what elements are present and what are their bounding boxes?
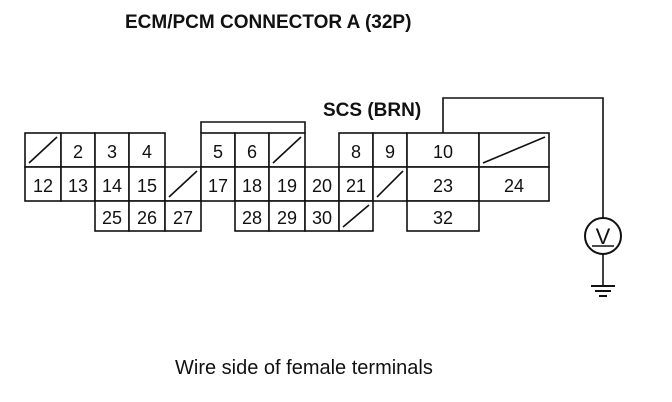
voltmeter-icon: V	[584, 217, 622, 255]
pin-28: 28	[242, 208, 262, 228]
pin-32: 32	[433, 208, 453, 228]
voltmeter-symbol: V	[596, 224, 611, 249]
blank-terminal-slash	[28, 136, 58, 164]
pin-20: 20	[312, 176, 332, 196]
probe-label: SCS (BRN)	[323, 100, 421, 121]
diagram-title: ECM/PCM CONNECTOR A (32P)	[125, 12, 411, 33]
pin-12: 12	[33, 176, 53, 196]
probe-wire	[442, 97, 604, 218]
pin-23: 23	[433, 176, 453, 196]
pin-17: 17	[208, 176, 228, 196]
blank-terminal-slash	[376, 170, 404, 198]
pin-14: 14	[102, 176, 122, 196]
connector-key-outline	[200, 121, 306, 133]
pin-19: 19	[277, 176, 297, 196]
pin-2: 2	[73, 142, 83, 162]
blank-terminal-slash	[168, 170, 198, 198]
ground-icon	[591, 254, 615, 297]
connector-row-1: 2 3 4 5 6 8 9 10	[24, 132, 550, 168]
pin-30: 30	[312, 208, 332, 228]
pin-27: 27	[173, 208, 193, 228]
pin-4: 4	[142, 142, 152, 162]
pin-25: 25	[102, 208, 122, 228]
pin-21: 21	[346, 176, 366, 196]
pin-5: 5	[213, 142, 223, 162]
pin-8: 8	[351, 142, 361, 162]
pin-18: 18	[242, 176, 262, 196]
connector-row-3: 25 26 27 28 29 30 32	[94, 200, 480, 232]
blank-terminal-slash	[272, 136, 302, 164]
blank-terminal-slash	[342, 204, 370, 228]
pin-24: 24	[504, 176, 524, 196]
pin-15: 15	[137, 176, 157, 196]
pin-26: 26	[137, 208, 157, 228]
pin-9: 9	[385, 142, 395, 162]
pin-10: 10	[433, 142, 453, 162]
pin-3: 3	[107, 142, 117, 162]
connector-row-2: 12 13 14 15 17 18 19 20 21 23 24	[24, 166, 550, 202]
blank-terminal-slash	[482, 136, 546, 164]
pin-13: 13	[68, 176, 88, 196]
pin-29: 29	[277, 208, 297, 228]
pin-6: 6	[247, 142, 257, 162]
diagram-caption: Wire side of female terminals	[175, 357, 433, 379]
